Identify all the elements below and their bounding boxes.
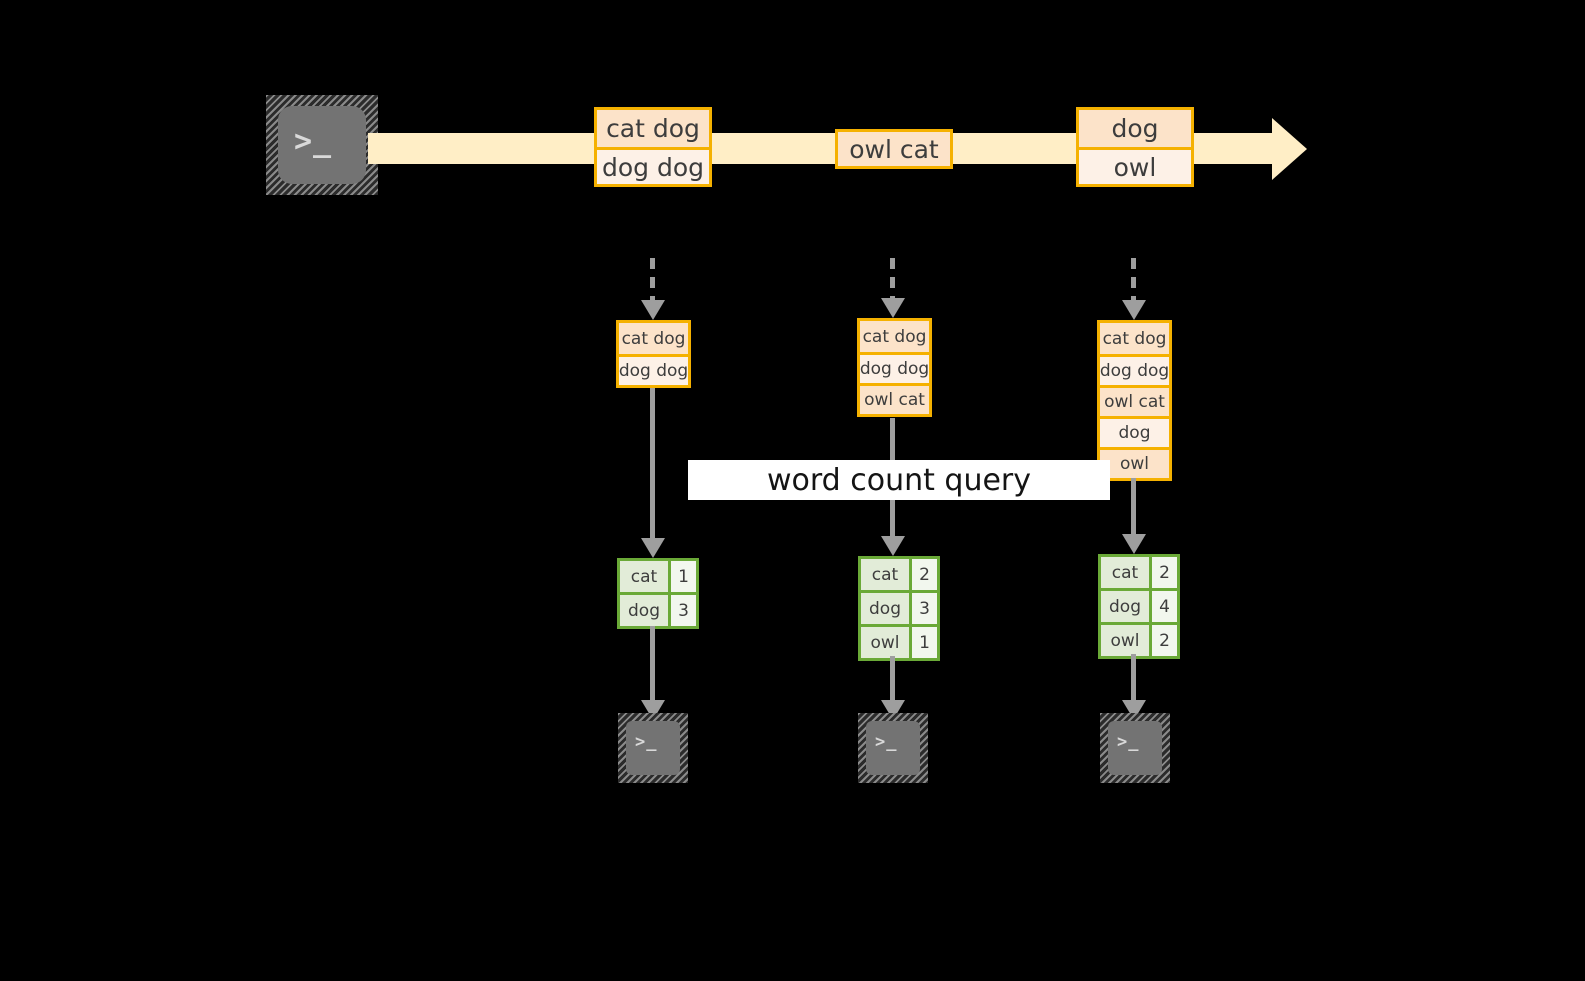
state-row: dog dog (619, 354, 688, 385)
arrowhead-icon (881, 298, 905, 318)
stream-record-2: owl cat (835, 129, 953, 169)
word-cell: cat (861, 559, 909, 590)
stream-record-line: owl (1079, 147, 1191, 184)
stream-to-state-connector-3 (1131, 258, 1136, 304)
table-row: dog 3 (620, 592, 696, 626)
arrowhead-icon (641, 538, 665, 558)
table-row: cat 2 (861, 559, 937, 590)
table-row: dog 4 (1101, 588, 1177, 622)
state-row: owl cat (1100, 385, 1169, 416)
stream-arrowhead-icon (1272, 118, 1307, 180)
stream-to-state-connector-2 (890, 258, 895, 302)
stream-to-state-connector-1 (650, 258, 655, 304)
count-cell: 2 (1149, 557, 1177, 588)
terminal-prompt-glyph: >_ (875, 732, 898, 752)
table-row: cat 2 (1101, 557, 1177, 588)
result-to-sink-connector-1 (650, 626, 655, 706)
state-table-1: cat dog dog dog (616, 320, 691, 388)
sink-terminal-icon-2: >_ (858, 713, 928, 783)
word-cell: dog (861, 593, 909, 624)
table-row: owl 2 (1101, 622, 1177, 656)
stream-record-line: cat dog (597, 110, 709, 147)
stream-record-line: owl cat (838, 132, 950, 166)
terminal-prompt-glyph: >_ (294, 124, 333, 159)
count-cell: 3 (668, 595, 696, 626)
count-cell: 3 (909, 593, 937, 624)
count-cell: 1 (909, 627, 937, 658)
arrowhead-icon (641, 300, 665, 320)
source-terminal-icon: >_ (266, 95, 378, 195)
table-row: cat 1 (620, 561, 696, 592)
sink-terminal-icon-3: >_ (1100, 713, 1170, 783)
stream-record-3: dog owl (1076, 107, 1194, 187)
state-row: dog dog (860, 352, 929, 383)
table-row: dog 3 (861, 590, 937, 624)
sink-terminal-icon-1: >_ (618, 713, 688, 783)
result-table-1: cat 1 dog 3 (617, 558, 699, 629)
count-cell: 4 (1149, 591, 1177, 622)
count-cell: 2 (909, 559, 937, 590)
arrowhead-icon (1122, 300, 1146, 320)
stream-record-line: dog dog (597, 147, 709, 184)
state-table-3: cat dog dog dog owl cat dog owl (1097, 320, 1172, 481)
stream-record-1: cat dog dog dog (594, 107, 712, 187)
state-row: dog (1100, 416, 1169, 447)
state-row: owl (1100, 447, 1169, 478)
word-cell: dog (1101, 591, 1149, 622)
state-to-result-connector-1 (650, 388, 655, 540)
word-cell: cat (620, 561, 668, 592)
count-cell: 1 (668, 561, 696, 592)
table-row: owl 1 (861, 624, 937, 658)
terminal-prompt-glyph: >_ (1117, 732, 1140, 752)
banner-label: word count query (766, 462, 1032, 498)
result-table-2: cat 2 dog 3 owl 1 (858, 556, 940, 661)
result-to-sink-connector-2 (890, 656, 895, 706)
terminal-body (626, 721, 680, 775)
state-row: dog dog (1100, 354, 1169, 385)
state-row: owl cat (860, 383, 929, 414)
state-row: cat dog (1100, 323, 1169, 354)
word-cell: owl (1101, 625, 1149, 656)
state-table-2: cat dog dog dog owl cat (857, 318, 932, 417)
terminal-body (278, 106, 366, 184)
terminal-prompt-glyph: >_ (635, 732, 658, 752)
word-cell: dog (620, 595, 668, 626)
result-to-sink-connector-3 (1131, 654, 1136, 706)
word-count-query-banner: word count query (688, 460, 1110, 500)
word-cell: cat (1101, 557, 1149, 588)
arrowhead-icon (881, 536, 905, 556)
terminal-body (866, 721, 920, 775)
stream-record-line: dog (1079, 110, 1191, 147)
word-cell: owl (861, 627, 909, 658)
terminal-body (1108, 721, 1162, 775)
result-table-3: cat 2 dog 4 owl 2 (1098, 554, 1180, 659)
state-to-result-connector-3 (1131, 478, 1136, 536)
state-row: cat dog (619, 323, 688, 354)
state-row: cat dog (860, 321, 929, 352)
arrowhead-icon (1122, 534, 1146, 554)
count-cell: 2 (1149, 625, 1177, 656)
